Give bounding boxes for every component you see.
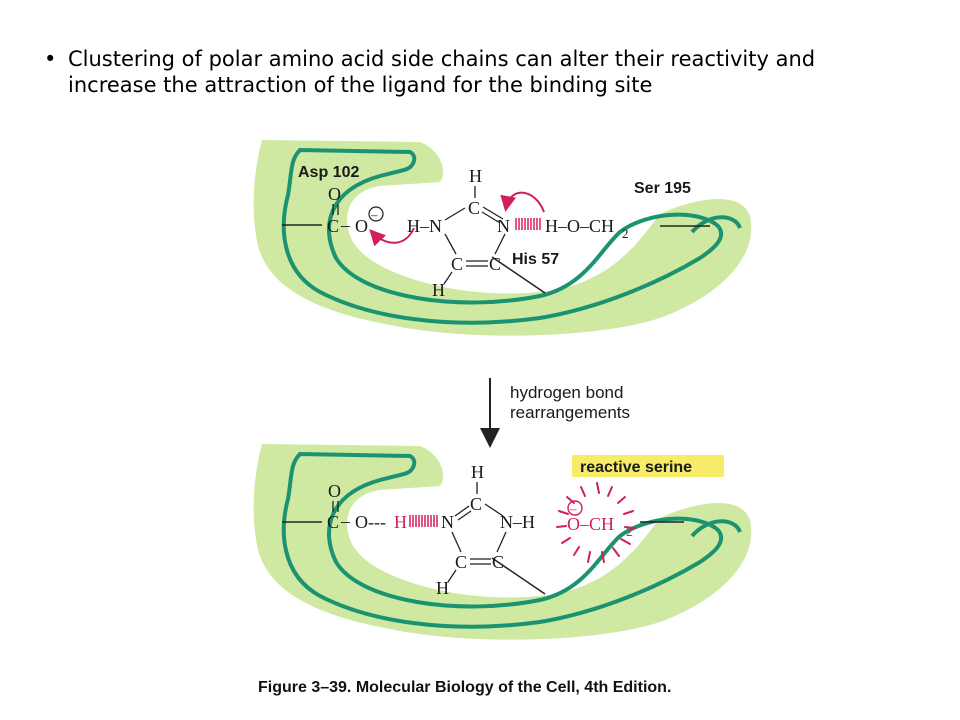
ring-bond-4-b bbox=[496, 531, 507, 553]
asp-carboxyl-c: C bbox=[327, 216, 339, 236]
ring-bond-4 bbox=[494, 233, 506, 255]
serine-o-ch2: O–CH bbox=[567, 514, 614, 534]
reactive-serine-label: reactive serine bbox=[580, 459, 692, 476]
his-n-right-bottom: N–H bbox=[500, 512, 535, 532]
asp-carboxyl-c-bottom: C bbox=[327, 512, 339, 532]
asp-dash-bottom: – bbox=[340, 511, 351, 531]
ser-label: Ser 195 bbox=[634, 180, 691, 197]
bottom-panel: reactive serine O C – O--- H N H C N–H C… bbox=[253, 444, 752, 640]
bullet-text: Clustering of polar amino acid side chai… bbox=[68, 47, 816, 97]
his-h-top: H bbox=[469, 166, 482, 186]
charge-circle-top bbox=[368, 206, 384, 222]
red-arrow-asp bbox=[369, 227, 415, 247]
his-h-bottom: H bbox=[432, 280, 445, 300]
ring-bond-1 bbox=[444, 207, 466, 221]
backbone-right-curl-top bbox=[690, 215, 742, 234]
his-c-bl-bottom: C bbox=[455, 552, 467, 572]
asp-o-minus: O bbox=[355, 216, 368, 236]
his-c-br-bottom: C bbox=[492, 552, 504, 572]
ring-bond-1b-b bbox=[457, 510, 472, 521]
asp-carbonyl-o-bottom: O bbox=[328, 481, 341, 501]
ring-bond-2b bbox=[481, 211, 501, 224]
his-h-top-bottom: H bbox=[471, 462, 484, 482]
his-h-bond-bottom-b bbox=[447, 569, 457, 583]
backbone-right-curl-bottom bbox=[690, 519, 742, 538]
charge-minus-top: – bbox=[370, 207, 378, 222]
hydrogen-bond-hatch-top bbox=[515, 218, 541, 230]
his-h-left-bottom: H bbox=[394, 512, 407, 532]
his-n-right: N bbox=[497, 216, 510, 236]
his-c-top-bottom: C bbox=[470, 494, 482, 514]
ring-bond-2a bbox=[482, 206, 504, 220]
his-h-bottom-b: H bbox=[436, 578, 449, 598]
his-n-left-bottom: N bbox=[441, 512, 454, 532]
asp-dash: – bbox=[340, 215, 351, 235]
hydrogen-bond-hatch-bottom bbox=[409, 515, 438, 527]
backbone-top bbox=[281, 148, 724, 325]
his-h-bond-bottom bbox=[443, 271, 453, 285]
his-h-n-left: H–N bbox=[407, 216, 442, 236]
his-c-top: C bbox=[468, 198, 480, 218]
his-attachment-line bbox=[491, 256, 546, 294]
ring-bond-3 bbox=[444, 233, 457, 255]
arrow-text-line2: rearrangements bbox=[510, 403, 630, 422]
ring-bond-3-b bbox=[451, 531, 462, 553]
serine-minus: – bbox=[569, 501, 577, 516]
charge-circle-serine bbox=[567, 500, 583, 516]
his-c-bl: C bbox=[451, 254, 463, 274]
his-c-br: C bbox=[489, 254, 501, 274]
reactive-burst bbox=[556, 482, 636, 563]
serine-subscript-2: 2 bbox=[626, 524, 633, 539]
asp-o-dashed-bottom: O--- bbox=[355, 512, 386, 532]
asp-label: Asp 102 bbox=[298, 164, 359, 181]
red-arrow-his bbox=[500, 191, 545, 213]
reactive-serine-highlight bbox=[572, 455, 724, 477]
his-label: His 57 bbox=[512, 251, 559, 268]
asp-carbonyl-o: O bbox=[328, 184, 341, 204]
his-attachment-line-bottom bbox=[491, 557, 546, 595]
ring-bond-1a-b bbox=[454, 505, 470, 517]
arrow-text-line1: hydrogen bond bbox=[510, 383, 623, 402]
ser-subscript-2: 2 bbox=[622, 226, 629, 241]
backbone-bottom bbox=[281, 452, 724, 629]
ring-bond-2-b bbox=[484, 503, 504, 517]
bullet-marker: • bbox=[44, 47, 57, 71]
figure-caption: Figure 3–39. Molecular Biology of the Ce… bbox=[258, 679, 671, 696]
top-panel: Asp 102 Ser 195 His 57 O C – O – H–N H C… bbox=[253, 140, 752, 336]
ser-h-o-ch2: H–O–CH bbox=[545, 216, 614, 236]
